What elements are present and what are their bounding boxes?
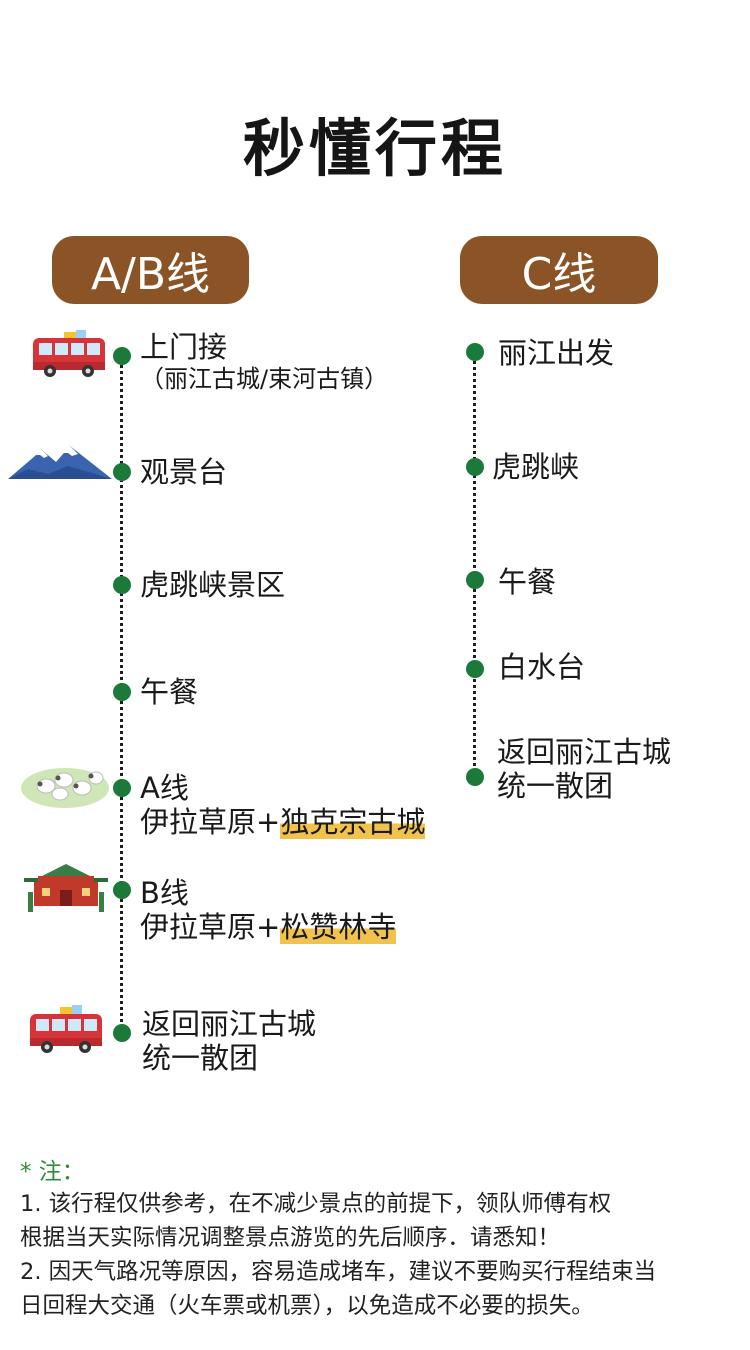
stop-title: 观景台 — [140, 455, 228, 489]
route-ab-stop-4: 午餐 — [140, 675, 198, 709]
route-ab-stop-1: 上门接 （丽江古城/束河古镇） — [140, 330, 388, 394]
stop-detail-highlight: 松赞林寺 — [280, 910, 397, 944]
route-ab-stop-7: 返回丽江古城 统一散团 — [142, 1007, 316, 1075]
route-ab-stop-dot — [113, 1024, 131, 1042]
stop-detail-plain: 伊拉草原+ — [140, 805, 281, 839]
route-ab-stop-dot — [113, 683, 131, 701]
route-ab-stop-dot — [113, 576, 131, 594]
stop-title: 上门接 — [140, 330, 228, 364]
route-c-stop-4: 白水台 — [498, 650, 585, 684]
route-ab-stop-6: B线 伊拉草原+松赞林寺 — [140, 876, 397, 944]
route-c-timeline — [473, 354, 476, 778]
notes-section: * 注： 1. 该行程仅供参考，在不减少景点的前提下，领队师傅有权 根据当天实际… — [20, 1157, 732, 1323]
route-ab-stop-2: 观景台 — [140, 455, 227, 489]
stop-subtitle: （丽江古城/束河古镇） — [140, 365, 389, 393]
stop-title: 返回丽江古城 — [497, 735, 672, 769]
notes-line: 日回程大交通（火车票或机票），以免造成不必要的损失。 — [20, 1293, 594, 1319]
notes-label: * 注： — [20, 1159, 85, 1185]
stop-title: 虎跳峡景区 — [140, 568, 286, 602]
route-c-stop-3: 午餐 — [498, 565, 556, 599]
stop-title: 白水台 — [498, 650, 586, 684]
route-c-stop-dot — [466, 458, 484, 476]
stop-detail: 统一散团 — [142, 1041, 259, 1075]
stop-detail-plain: 伊拉草原+ — [140, 910, 281, 944]
stop-title: A线 — [140, 771, 189, 805]
stop-title: 午餐 — [140, 675, 199, 709]
sheep-icon — [21, 768, 109, 808]
route-ab-header: A/B线 — [52, 236, 249, 304]
stop-title: B线 — [140, 876, 189, 910]
route-ab-stop-dot — [113, 463, 131, 481]
stop-detail: 伊拉草原+独克宗古城 — [140, 805, 426, 839]
temple-icon — [24, 864, 108, 912]
route-c-stop-dot — [466, 660, 484, 678]
route-c-header: C线 — [460, 236, 658, 304]
stop-title: 虎跳峡 — [492, 450, 580, 484]
route-c-stop-2: 虎跳峡 — [492, 450, 579, 484]
notes-line: 1. 该行程仅供参考，在不减少景点的前提下，领队师傅有权 — [20, 1191, 612, 1217]
page-title: 秒懂行程 — [242, 112, 507, 185]
stop-detail: 伊拉草原+松赞林寺 — [140, 910, 397, 944]
mountain-icon — [8, 446, 112, 479]
route-ab-stop-3: 虎跳峡景区 — [140, 568, 285, 602]
bus-icon — [30, 1005, 102, 1053]
route-c-stop-dot — [466, 343, 484, 361]
stop-title: 丽江出发 — [498, 336, 615, 370]
route-ab-label: A/B线 — [90, 249, 211, 300]
stop-title: 午餐 — [498, 565, 557, 599]
route-ab-stop-dot — [113, 881, 131, 899]
route-ab-stop-5: A线 伊拉草原+独克宗古城 — [140, 771, 426, 839]
stop-detail: 统一散团 — [497, 769, 614, 803]
route-ab-stop-dot — [113, 779, 131, 797]
bus-icon — [33, 330, 105, 377]
notes-line: 2. 因天气路况等原因，容易造成堵车，建议不要购买行程结束当 — [20, 1259, 657, 1285]
route-c-stop-5: 返回丽江古城 统一散团 — [497, 735, 671, 803]
route-c-stop-dot — [466, 768, 484, 786]
route-c-stop-dot — [466, 571, 484, 589]
route-c-stop-1: 丽江出发 — [498, 336, 614, 370]
stop-detail-highlight: 独克宗古城 — [280, 805, 426, 839]
stop-title: 返回丽江古城 — [142, 1007, 317, 1041]
notes-line: 根据当天实际情况调整景点游览的先后顺序．请悉知！ — [20, 1225, 561, 1251]
route-c-label: C线 — [521, 249, 597, 300]
route-ab-stop-dot — [113, 347, 131, 365]
